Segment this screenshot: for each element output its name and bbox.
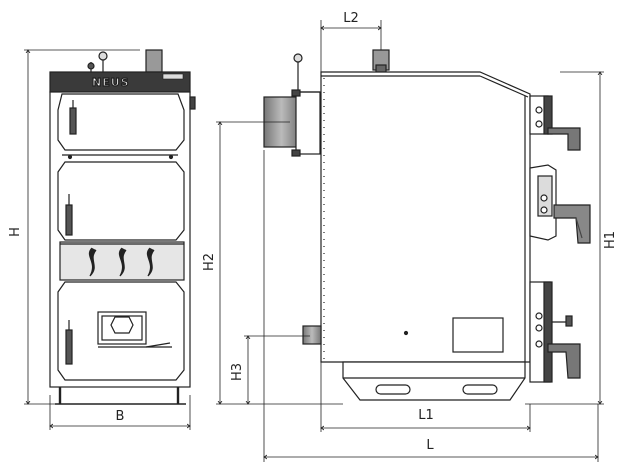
ash-pan-slot-right: [462, 384, 498, 395]
label-H: H: [8, 227, 23, 237]
front-view: NEUS: [49, 49, 196, 405]
dimension-B: [50, 395, 190, 430]
label-H2: H2: [202, 253, 217, 271]
brand-logo: NEUS: [92, 76, 130, 89]
label-L1: L1: [418, 408, 434, 423]
label-H3: H3: [230, 363, 245, 381]
label-L2: L2: [343, 11, 359, 26]
label-H1: H1: [603, 231, 618, 249]
front-flue-outlet: [145, 49, 163, 73]
side-ash-pan: [342, 361, 526, 401]
front-thermometer: [87, 51, 108, 74]
ash-pan-slot-left: [375, 384, 411, 395]
dimension-L1: [321, 362, 530, 432]
flame-icon-3: [146, 247, 155, 277]
front-middle-door: [57, 161, 185, 241]
dimension-H3: [244, 336, 310, 404]
front-lower-door: [57, 281, 185, 381]
lower-door-handle: [65, 329, 73, 365]
flame-icon-2: [118, 247, 127, 277]
side-view: [263, 49, 591, 401]
side-return-pipe: [302, 325, 322, 345]
side-upper-door-hardware: [529, 95, 581, 151]
front-upper-door: [57, 93, 185, 151]
side-lower-door-hardware: [529, 281, 581, 383]
dimension-L2: [321, 20, 381, 72]
dimension-L: [264, 150, 598, 462]
middle-door-handle: [65, 204, 73, 236]
side-nameplate: [452, 317, 504, 353]
upper-door-handle: [69, 107, 77, 135]
label-L: L: [426, 438, 434, 453]
side-draft-lever: [293, 53, 303, 90]
flame-icon-1: [88, 247, 97, 277]
dimension-H1: [525, 72, 604, 404]
dimension-H2: [216, 122, 343, 404]
side-middle-door-hardware: [529, 164, 591, 244]
label-B: B: [116, 409, 125, 424]
